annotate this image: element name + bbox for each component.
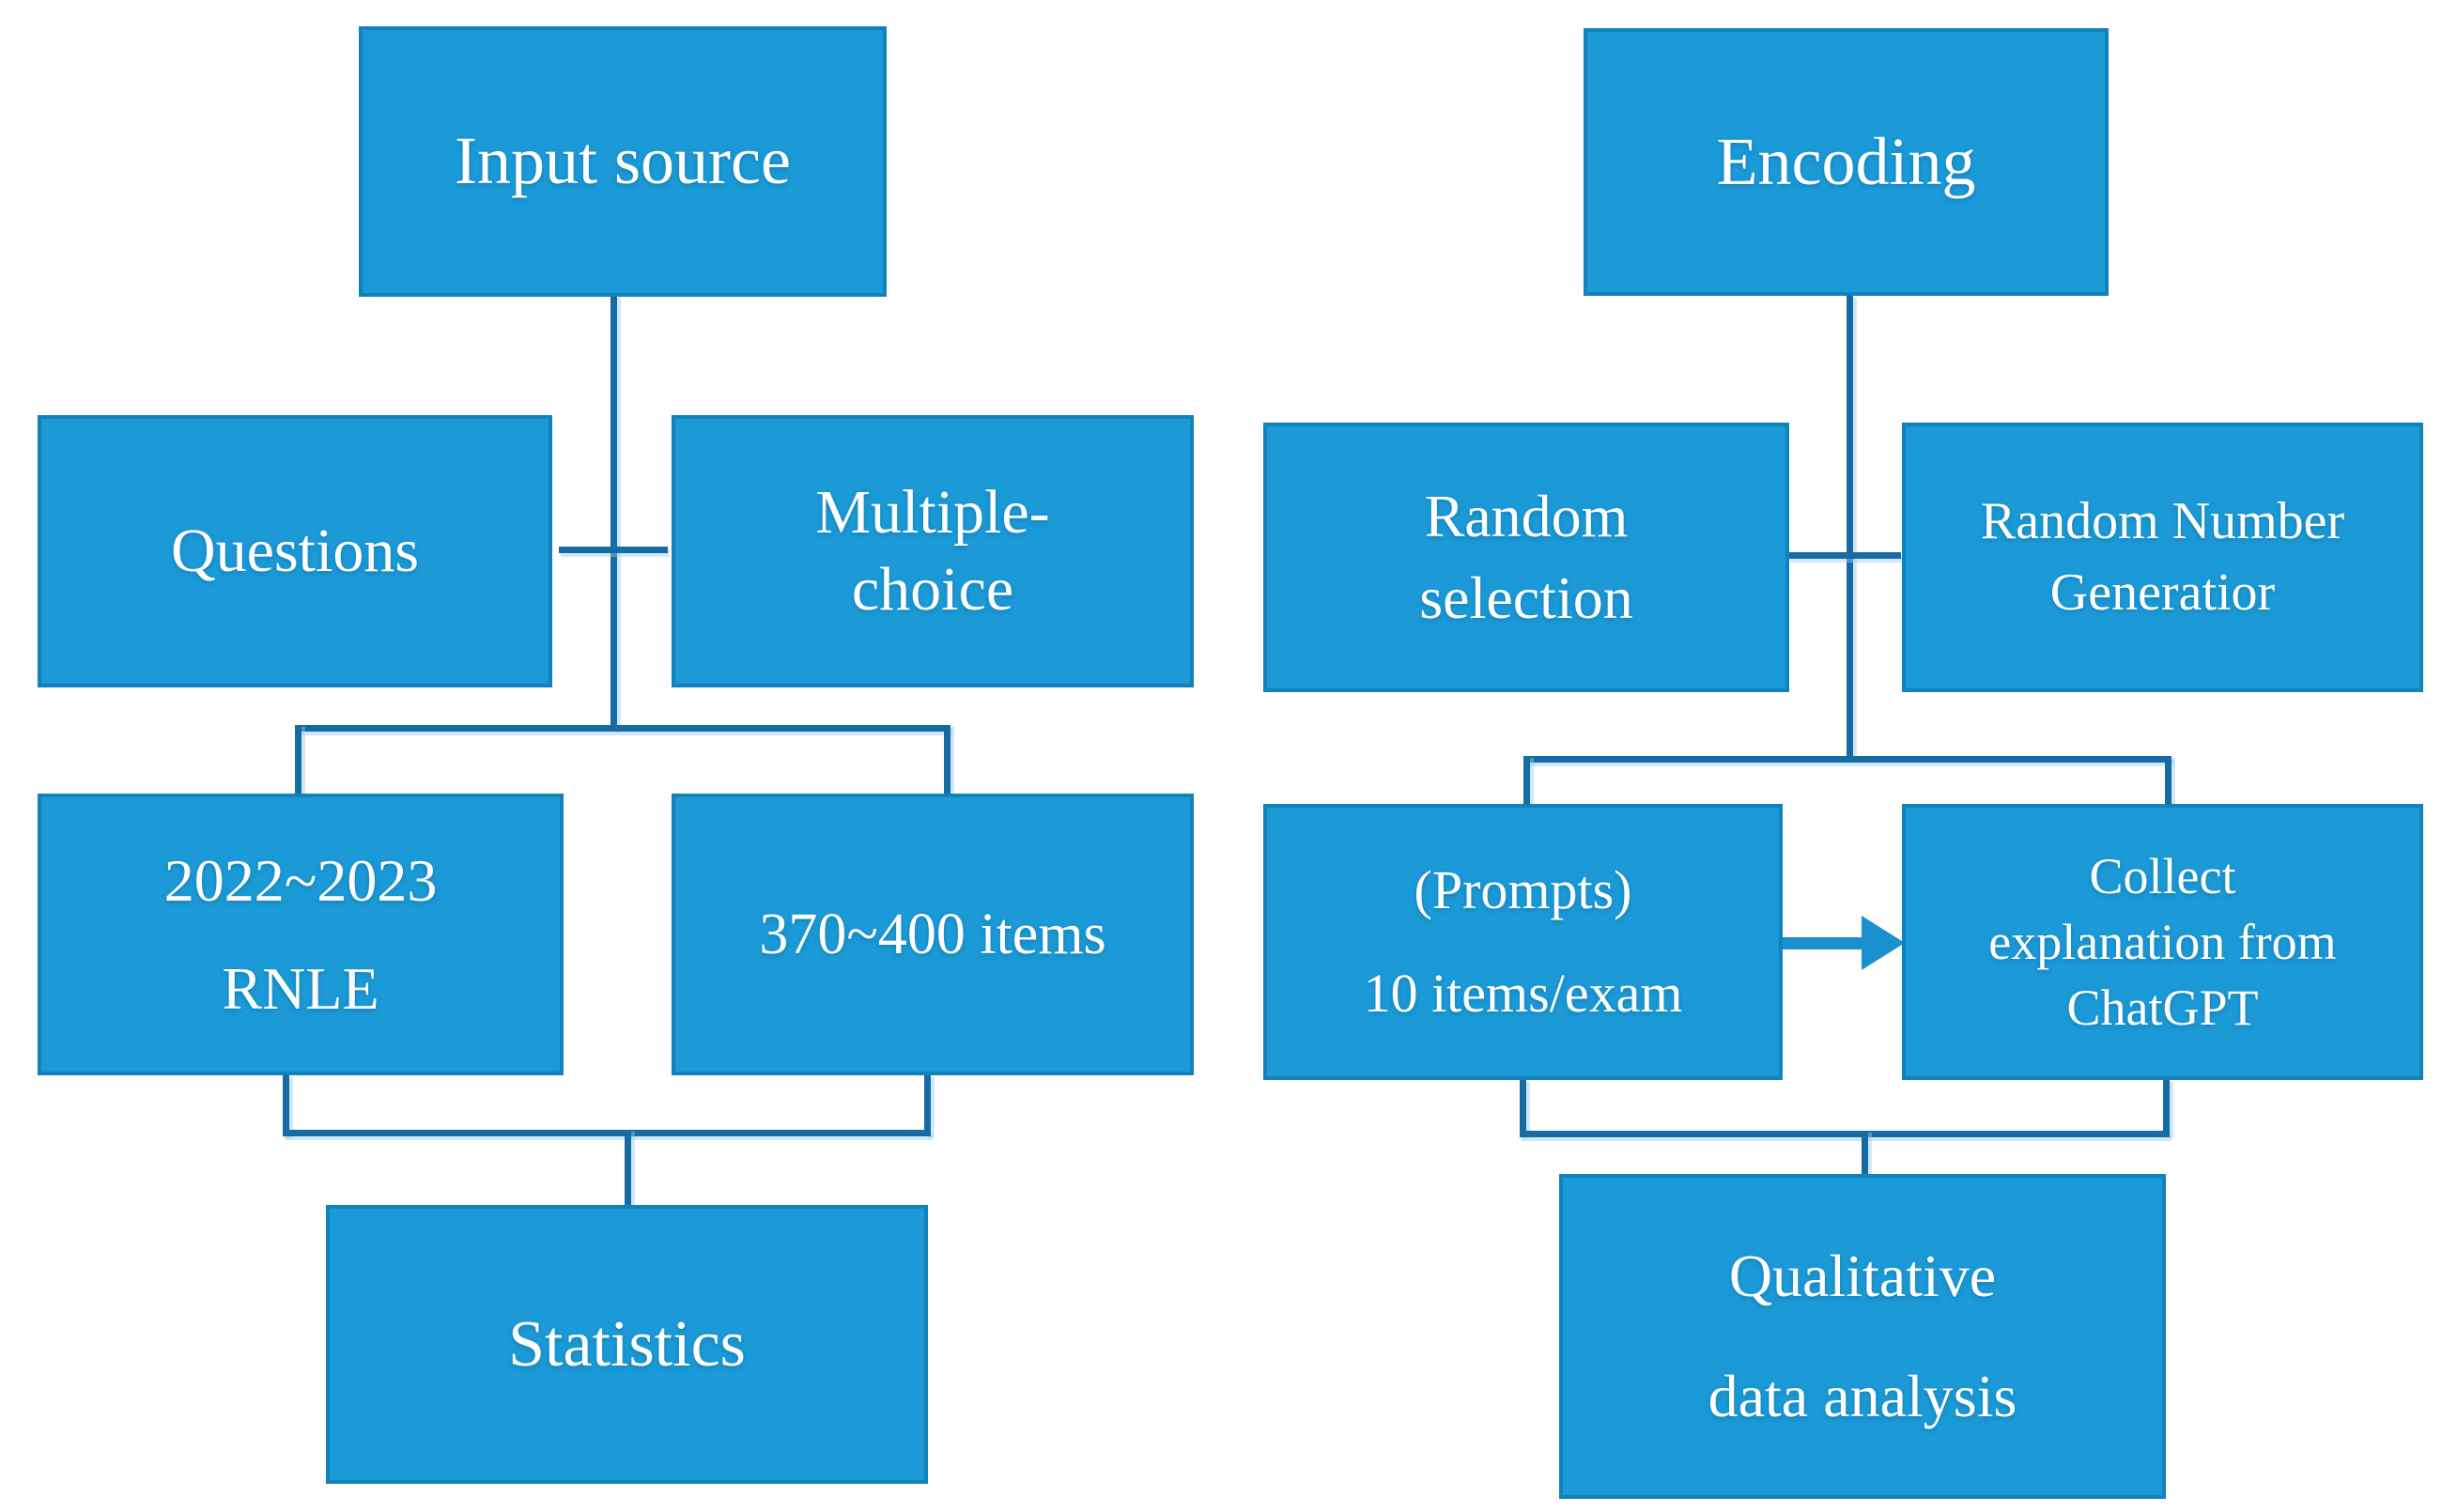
- connector-input-source-down: [610, 296, 617, 731]
- connector-left-bracket-top: [295, 725, 951, 732]
- node-2022-2023-rnle: 2022~2023 RNLE: [38, 794, 564, 1075]
- connector-encoding-down: [1847, 296, 1853, 760]
- connector-statistics-drop: [625, 1130, 631, 1207]
- connector-qualitative-drop: [1862, 1131, 1868, 1176]
- connector-items-down: [924, 1075, 931, 1136]
- connector-prompts-down: [1520, 1080, 1526, 1136]
- connector-right-bracket-drop-left: [1523, 756, 1530, 810]
- connector-questions-multiplechoice: [559, 547, 668, 553]
- node-multiple-choice: Multiple- choice: [672, 415, 1194, 687]
- arrow-shaft: [1781, 937, 1867, 949]
- node-questions: Questions: [38, 415, 552, 687]
- node-qualitative-data-analysis: Qualitative data analysis: [1559, 1174, 2166, 1499]
- connector-right-bracket-bottom: [1520, 1131, 2170, 1137]
- node-prompts-10-items: (Prompts) 10 items/exam: [1263, 804, 1783, 1080]
- node-statistics: Statistics: [326, 1205, 928, 1484]
- connector-left-bracket-bottom: [283, 1130, 931, 1136]
- node-input-source: Input source: [359, 26, 887, 297]
- node-random-selection: Random selection: [1263, 423, 1789, 692]
- connector-collect-down: [2163, 1080, 2170, 1136]
- node-370-400-items: 370~400 items: [672, 794, 1194, 1075]
- node-encoding: Encoding: [1584, 28, 2109, 296]
- node-collect-explanation-chatgpt: Collect explanation from ChatGPT: [1902, 804, 2423, 1080]
- connector-randomselection-rng: [1788, 552, 1901, 559]
- node-random-number-generator: Random Number Generatior: [1902, 423, 2423, 692]
- connector-rnle-down: [283, 1075, 289, 1136]
- connector-right-bracket-top: [1523, 756, 2172, 763]
- connector-left-bracket-drop-left: [295, 725, 301, 795]
- connector-right-bracket-drop-right: [2165, 756, 2172, 810]
- arrow-head: [1862, 916, 1905, 970]
- connector-left-bracket-drop-right: [944, 725, 951, 795]
